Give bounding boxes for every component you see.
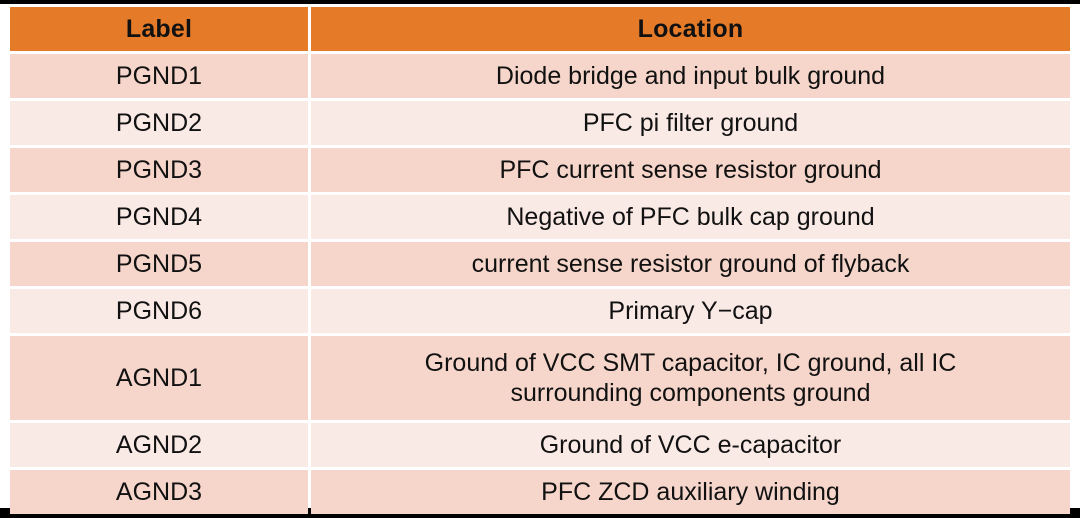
label-text: AGND1: [115, 363, 203, 392]
cell-label: AGND1: [10, 336, 308, 420]
cell-label: PGND5: [10, 242, 308, 286]
column-header-label: Label: [10, 7, 308, 51]
cell-label: PGND2: [10, 101, 308, 145]
grounds-location-table: Label Location PGND1 Diode bridge and in…: [7, 4, 1073, 517]
location-text: current sense resistor ground of flyback: [471, 249, 910, 278]
table-row: PGND5 current sense resistor ground of f…: [10, 242, 1070, 286]
cell-label: PGND6: [10, 289, 308, 333]
label-text: PGND1: [115, 61, 203, 90]
cell-label: PGND4: [10, 195, 308, 239]
cell-location: current sense resistor ground of flyback: [311, 242, 1070, 286]
label-text: PGND3: [115, 155, 203, 184]
label-text: PGND5: [115, 249, 203, 278]
label-text: PGND4: [115, 202, 203, 231]
location-text: Diode bridge and input bulk ground: [495, 61, 886, 90]
table-row: AGND3 PFC ZCD auxiliary winding: [10, 470, 1070, 514]
cell-location: PFC pi filter ground: [311, 101, 1070, 145]
cell-location: Diode bridge and input bulk ground: [311, 54, 1070, 98]
location-line-1: Ground of VCC SMT capacitor, IC ground, …: [424, 348, 957, 377]
label-text: PGND2: [115, 108, 203, 137]
cell-location: Ground of VCC e-capacitor: [311, 423, 1070, 467]
table-row: PGND4 Negative of PFC bulk cap ground: [10, 195, 1070, 239]
location-text: PFC current sense resistor ground: [499, 155, 882, 184]
table-row: PGND6 Primary Y−cap: [10, 289, 1070, 333]
location-text: PFC pi filter ground: [582, 108, 799, 137]
cell-label: PGND3: [10, 148, 308, 192]
cell-label: AGND3: [10, 470, 308, 514]
location-text: Negative of PFC bulk cap ground: [506, 202, 875, 231]
table-header: Label Location: [10, 7, 1070, 51]
cell-location: Negative of PFC bulk cap ground: [311, 195, 1070, 239]
table-row: PGND3 PFC current sense resistor ground: [10, 148, 1070, 192]
table-row: AGND2 Ground of VCC e-capacitor: [10, 423, 1070, 467]
table-header-row: Label Location: [10, 7, 1070, 51]
location-text: Primary Y−cap: [608, 296, 773, 325]
table-canvas: Label Location PGND1 Diode bridge and in…: [0, 4, 1080, 514]
location-line-2: surrounding components ground: [510, 379, 871, 407]
table-row: AGND1 Ground of VCC SMT capacitor, IC gr…: [10, 336, 1070, 420]
cell-location: Primary Y−cap: [311, 289, 1070, 333]
table-row: PGND1 Diode bridge and input bulk ground: [10, 54, 1070, 98]
cell-label: AGND2: [10, 423, 308, 467]
label-text: AGND3: [115, 477, 203, 506]
table-row: PGND2 PFC pi filter ground: [10, 101, 1070, 145]
column-header-location: Location: [311, 7, 1070, 51]
location-text: PFC ZCD auxiliary winding: [541, 477, 840, 506]
cell-location: PFC ZCD auxiliary winding: [311, 470, 1070, 514]
table-body: PGND1 Diode bridge and input bulk ground…: [10, 54, 1070, 514]
label-text: AGND2: [115, 430, 203, 459]
location-text: Ground of VCC e-capacitor: [539, 430, 842, 459]
location-text: Ground of VCC SMT capacitor, IC ground, …: [311, 348, 1070, 409]
cell-label: PGND1: [10, 54, 308, 98]
label-text: PGND6: [115, 296, 203, 325]
cell-location: Ground of VCC SMT capacitor, IC ground, …: [311, 336, 1070, 420]
cell-location: PFC current sense resistor ground: [311, 148, 1070, 192]
